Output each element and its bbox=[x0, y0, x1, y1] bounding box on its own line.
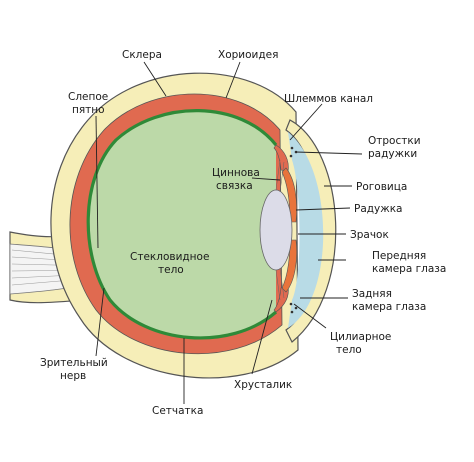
label-vitreous-line2: тело bbox=[158, 264, 184, 276]
ciliary-body-upper bbox=[273, 144, 289, 173]
leader-lines bbox=[95, 61, 363, 404]
label-posterior-chamber-line1: Задняя bbox=[352, 288, 392, 300]
label-optic-nerve-line1: Зрительный bbox=[40, 357, 108, 369]
zonule-fibers bbox=[275, 159, 285, 301]
label-cornea: Роговица bbox=[356, 181, 407, 193]
label-zonule-line2: связка bbox=[216, 180, 253, 192]
label-anterior-chamber-line2: камера глаза bbox=[372, 263, 446, 275]
label-iris: Радужка bbox=[354, 203, 402, 215]
schlemm-canal-dots bbox=[289, 146, 298, 314]
label-retina: Сетчатка bbox=[152, 405, 203, 417]
label-anterior-chamber-line1: Передняя bbox=[372, 250, 426, 262]
label-schlemm-canal: Шлеммов канал bbox=[284, 93, 373, 105]
label-sclera: Склера bbox=[122, 49, 162, 61]
label-blind-spot-line2: пятно bbox=[72, 104, 105, 116]
label-zonule-line1: Циннова bbox=[212, 167, 260, 179]
label-ciliary-body-line1: Цилиарное bbox=[330, 331, 391, 343]
label-iris-processes-line1: Отростки bbox=[368, 135, 421, 147]
retina-layer bbox=[86, 109, 278, 340]
labels: Склера Хориоидея Слепое пятно Шлеммов ка… bbox=[40, 49, 446, 417]
label-iris-processes-line2: радужки bbox=[368, 148, 417, 160]
label-lens: Хрусталик bbox=[234, 379, 292, 391]
label-ciliary-body-line2: тело bbox=[336, 344, 362, 356]
label-blind-spot-line1: Слепое bbox=[68, 91, 108, 103]
label-pupil: Зрачок bbox=[350, 229, 389, 241]
label-choroid: Хориоидея bbox=[218, 49, 278, 61]
lens bbox=[259, 189, 293, 271]
vitreous-body bbox=[88, 110, 276, 338]
anterior-chamber bbox=[288, 132, 324, 328]
label-optic-nerve-line2: нерв bbox=[60, 370, 86, 382]
label-posterior-chamber-line2: камера глаза bbox=[352, 301, 426, 313]
label-vitreous-line1: Стекловидное bbox=[130, 251, 209, 263]
ciliary-body-lower bbox=[273, 285, 289, 313]
